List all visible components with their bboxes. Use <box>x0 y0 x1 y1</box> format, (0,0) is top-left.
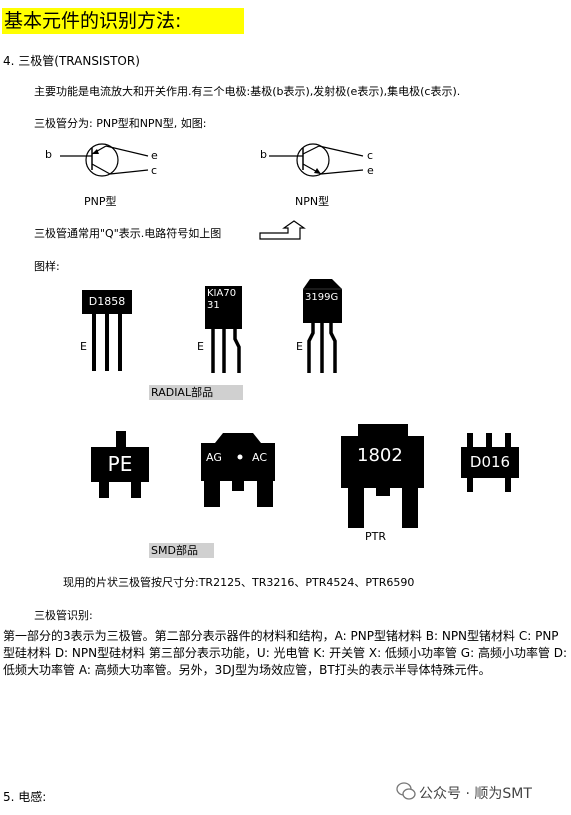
pnp-collector-label: c <box>151 164 158 177</box>
npn-symbol <box>269 143 364 177</box>
pnp-type-label: PNP型 <box>84 195 117 208</box>
sample-label: 图样: <box>34 260 60 273</box>
radial-part-1-lead <box>118 314 122 371</box>
wechat-icon <box>396 782 416 800</box>
identify-title: 三极管识别: <box>34 609 93 622</box>
smd-part-3-body <box>341 424 424 528</box>
radial-part-2-body: KIA70 31 <box>205 286 242 329</box>
hollow-arrow-icon <box>259 220 306 240</box>
section-5-title: 5. 电感: <box>3 790 47 804</box>
radial-part-1-marking: D1858 <box>88 295 126 308</box>
smd-part-2-marking-right: AC <box>252 451 268 464</box>
radial-part-2-pin-label: E <box>197 340 204 353</box>
radial-part-1-body: D1858 <box>82 290 132 314</box>
intro-text: 主要功能是电流放大和开关作用.有三个电极:基极(b表示),发射极(e表示),集电… <box>34 85 461 98</box>
sizes-line: 现用的片状三极管按尺寸分:TR2125、TR3216、PTR4524、PTR65… <box>63 576 415 589</box>
smd-part-4-marking: D016 <box>469 453 511 471</box>
smd-part-1-lead <box>116 431 126 447</box>
smd-part-2-body <box>201 433 275 507</box>
pnp-emitter-label: e <box>151 149 158 162</box>
radial-part-3-pin-label: E <box>296 340 303 353</box>
section-4-title: 4. 三极管(TRANSISTOR) <box>3 54 140 68</box>
symbol-line: 三极管通常用"Q"表示.电路符号如上图 <box>34 227 222 240</box>
smd-part-2-marking-left: AG <box>206 451 222 464</box>
radial-part-3-marking: 3199G <box>305 292 339 303</box>
smd-part-4-lead <box>467 433 473 447</box>
npn-emitter-label: e <box>367 164 374 177</box>
smd-part-4-body: D016 <box>461 447 519 478</box>
radial-part-2-leads <box>211 329 241 373</box>
npn-base-label: b <box>260 148 267 161</box>
page-heading: 基本元件的识别方法: <box>2 8 244 34</box>
smd-caption: SMD部品 <box>149 543 214 558</box>
identify-text: 第一部分的3表示为三极管。第二部分表示器件的材料和结构，A: PNP型锗材料 B… <box>3 629 568 677</box>
npn-collector-label: c <box>367 149 374 162</box>
smd-part-4-lead <box>505 433 511 447</box>
radial-part-1-pin-label: E <box>80 340 87 353</box>
smd-part-1-marking: PE <box>107 452 133 476</box>
pnp-base-label: b <box>45 148 52 161</box>
pnp-symbol <box>60 143 149 177</box>
smd-part-4-lead <box>505 478 511 492</box>
smd-part-1-lead <box>99 482 109 498</box>
radial-caption: RADIAL部品 <box>149 385 243 400</box>
watermark-text: 公众号 · 顺为SMT <box>419 786 532 802</box>
radial-part-1-lead <box>92 314 96 371</box>
smd-part-1-lead <box>131 482 141 498</box>
radial-part-2-marking: KIA70 31 <box>207 288 237 311</box>
smd-part-1-body: PE <box>91 447 149 482</box>
smd-part-3-label: PTR <box>365 530 386 543</box>
npn-type-label: NPN型 <box>295 195 330 208</box>
smd-part-4-lead <box>467 478 473 492</box>
radial-part-3-body <box>303 279 342 323</box>
smd-part-3-marking: 1802 <box>357 445 403 466</box>
types-line: 三极管分为: PNP型和NPN型, 如图: <box>34 117 207 130</box>
radial-part-1-lead <box>105 314 109 371</box>
radial-part-3-leads <box>307 323 337 373</box>
smd-part-4-lead <box>486 433 492 447</box>
